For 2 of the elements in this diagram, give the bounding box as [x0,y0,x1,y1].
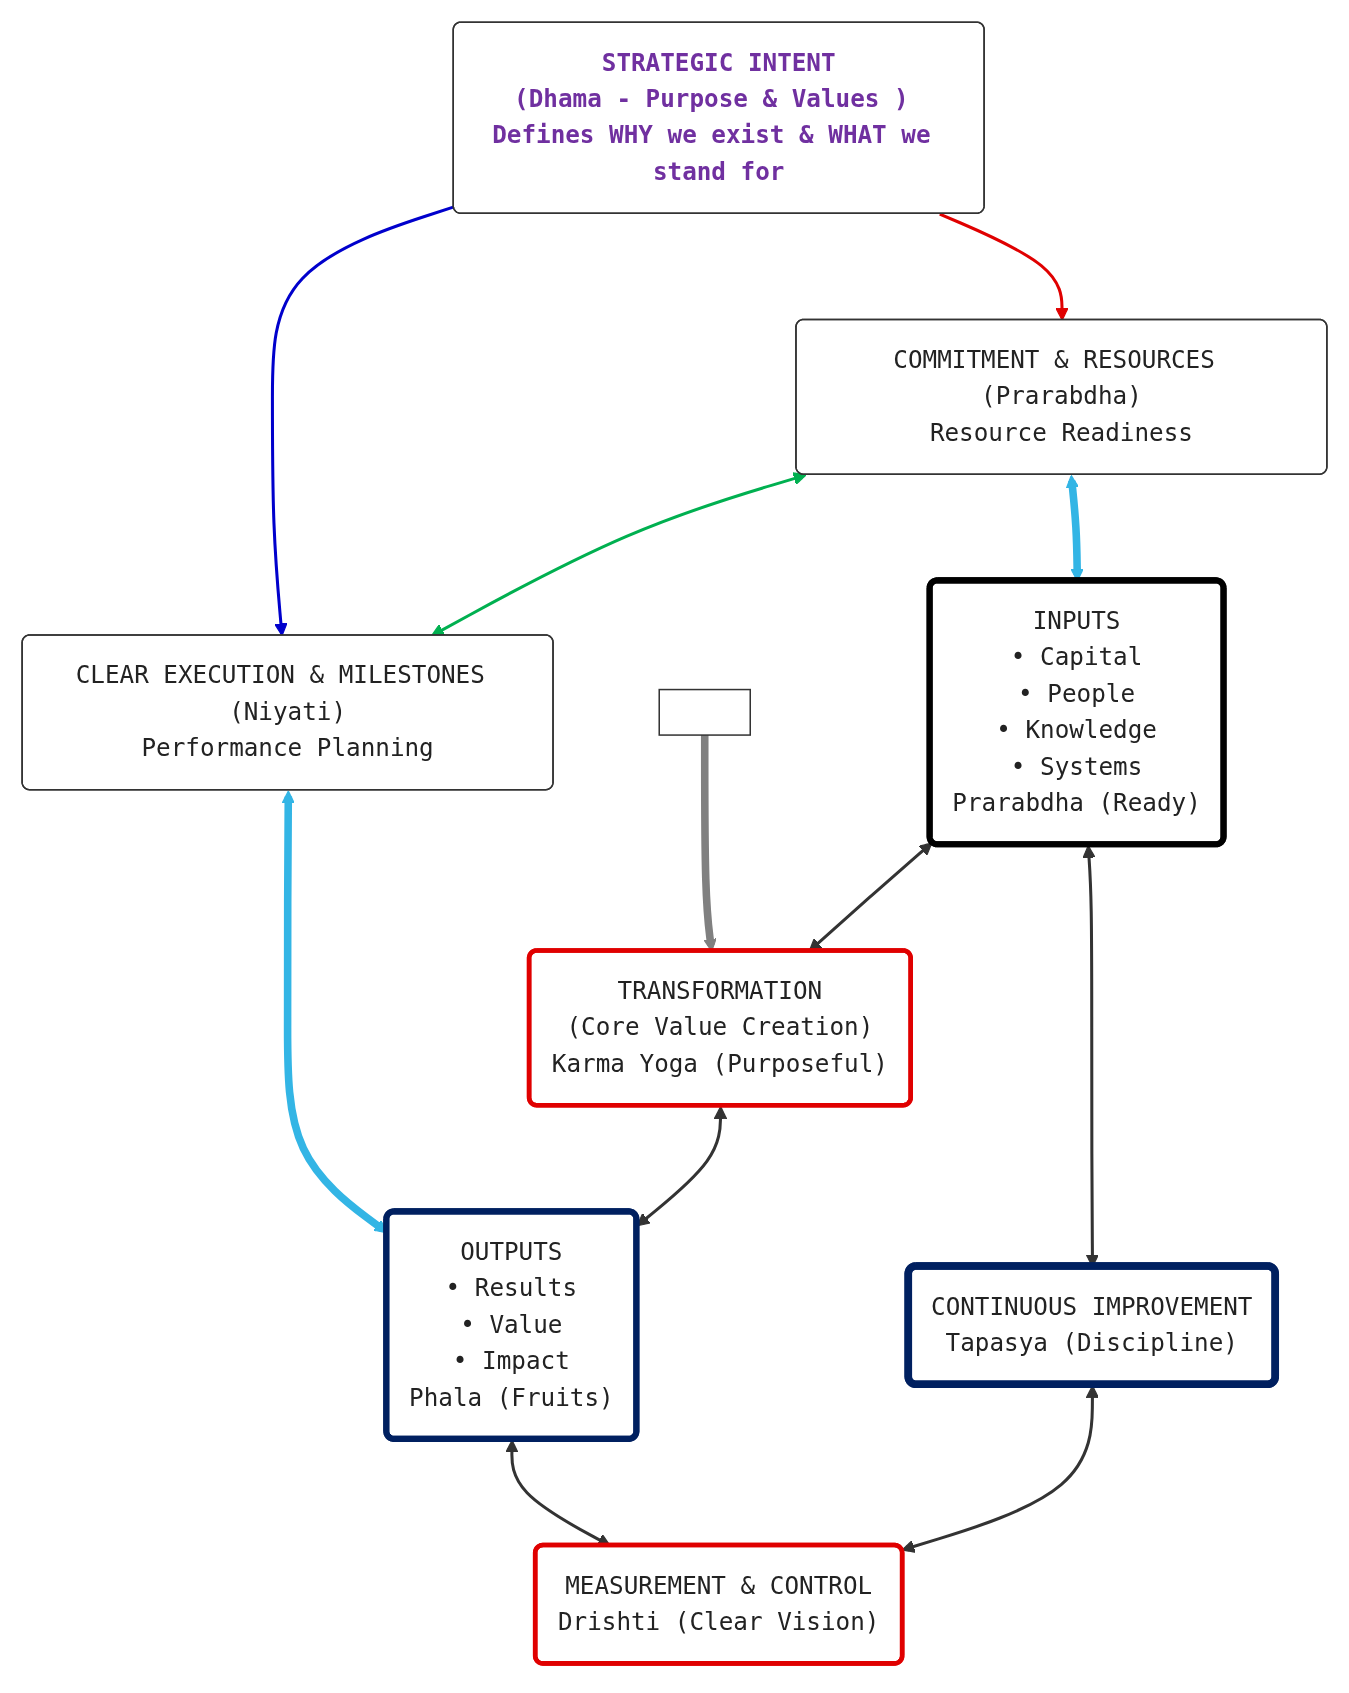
node-box [658,688,751,736]
arrow [939,212,1069,321]
